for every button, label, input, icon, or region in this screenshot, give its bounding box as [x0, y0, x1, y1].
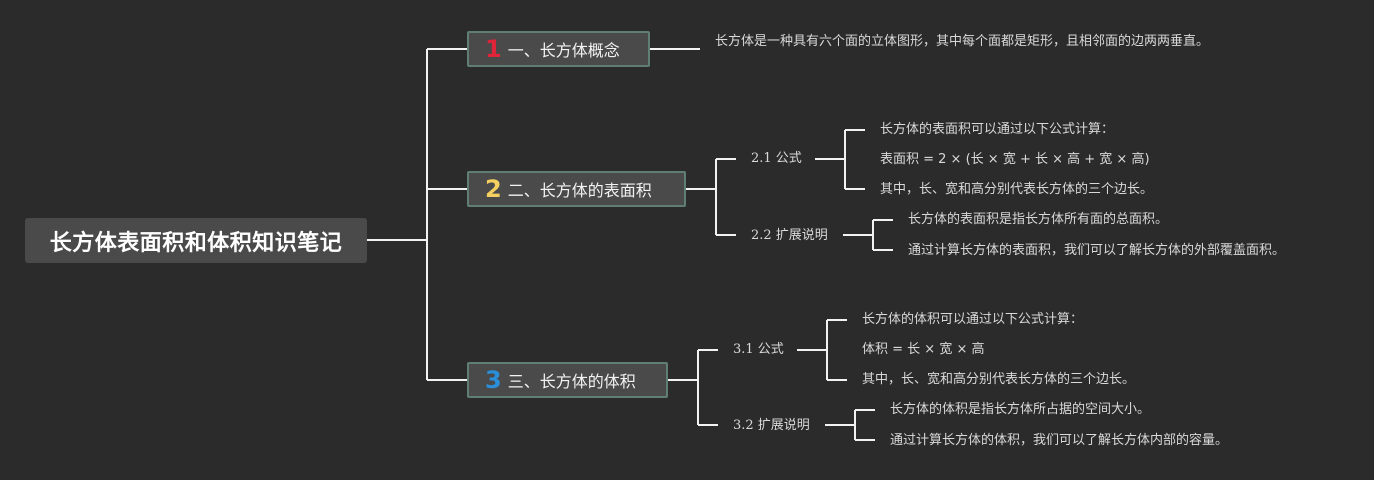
sub-surface-formula[interactable]: 2.1 公式: [751, 151, 802, 166]
sub-surface-extended[interactable]: 2.2 扩展说明: [751, 228, 828, 243]
branch-label: 一、长方体概念: [507, 41, 620, 60]
connector-sub-3-2: [825, 409, 875, 441]
concept-definition[interactable]: 长方体是一种具有六个面的立体图形，其中每个面都是矩形，且相邻面的边两两垂直。: [715, 34, 1210, 49]
leaf-volume-formula[interactable]: 体积 = 长 × 宽 × 高: [862, 342, 985, 357]
number-one-icon: 1: [485, 35, 502, 63]
leaf-volume-extended-1[interactable]: 长方体的体积是指长方体所占据的空间大小。: [890, 402, 1151, 417]
leaf-surface-formula-note[interactable]: 其中，长、宽和高分别代表长方体的三个边长。: [880, 182, 1154, 197]
connector-branch-3: [668, 349, 718, 426]
connector-sub-2-1: [815, 129, 865, 190]
connector-root: [367, 48, 467, 381]
branch-label: 二、长方体的表面积: [507, 181, 652, 200]
branch-concept[interactable]: 1 一、长方体概念: [467, 31, 650, 67]
leaf-volume-formula-intro[interactable]: 长方体的体积可以通过以下公式计算：: [862, 312, 1084, 327]
leaf-volume-extended-2[interactable]: 通过计算长方体的体积，我们可以了解长方体内部的容量。: [890, 433, 1229, 448]
leaf-volume-formula-note[interactable]: 其中，长、宽和高分别代表长方体的三个边长。: [862, 372, 1136, 387]
leaf-surface-extended-1[interactable]: 长方体的表面积是指长方体所有面的总面积。: [908, 212, 1169, 227]
branch-surface-area[interactable]: 2 二、长方体的表面积: [467, 171, 686, 207]
connector-branch-2: [686, 158, 736, 236]
number-two-icon: 2: [485, 175, 502, 203]
branch-label: 三、长方体的体积: [507, 372, 636, 391]
connector-sub-3-1: [797, 319, 847, 381]
leaf-surface-extended-2[interactable]: 通过计算长方体的表面积，我们可以了解长方体的外部覆盖面积。: [908, 243, 1286, 258]
leaf-surface-formula[interactable]: 表面积 = 2 × (长 × 宽 + 长 × 高 + 宽 × 高): [880, 152, 1150, 167]
branch-volume[interactable]: 3 三、长方体的体积: [467, 362, 668, 398]
number-three-icon: 3: [485, 366, 502, 394]
leaf-surface-formula-intro[interactable]: 长方体的表面积可以通过以下公式计算：: [880, 122, 1115, 137]
root-topic[interactable]: 长方体表面积和体积知识笔记: [25, 218, 367, 263]
sub-volume-formula[interactable]: 3.1 公式: [733, 342, 784, 357]
sub-volume-extended[interactable]: 3.2 扩展说明: [733, 418, 810, 433]
connector-sub-2-2: [843, 219, 893, 251]
